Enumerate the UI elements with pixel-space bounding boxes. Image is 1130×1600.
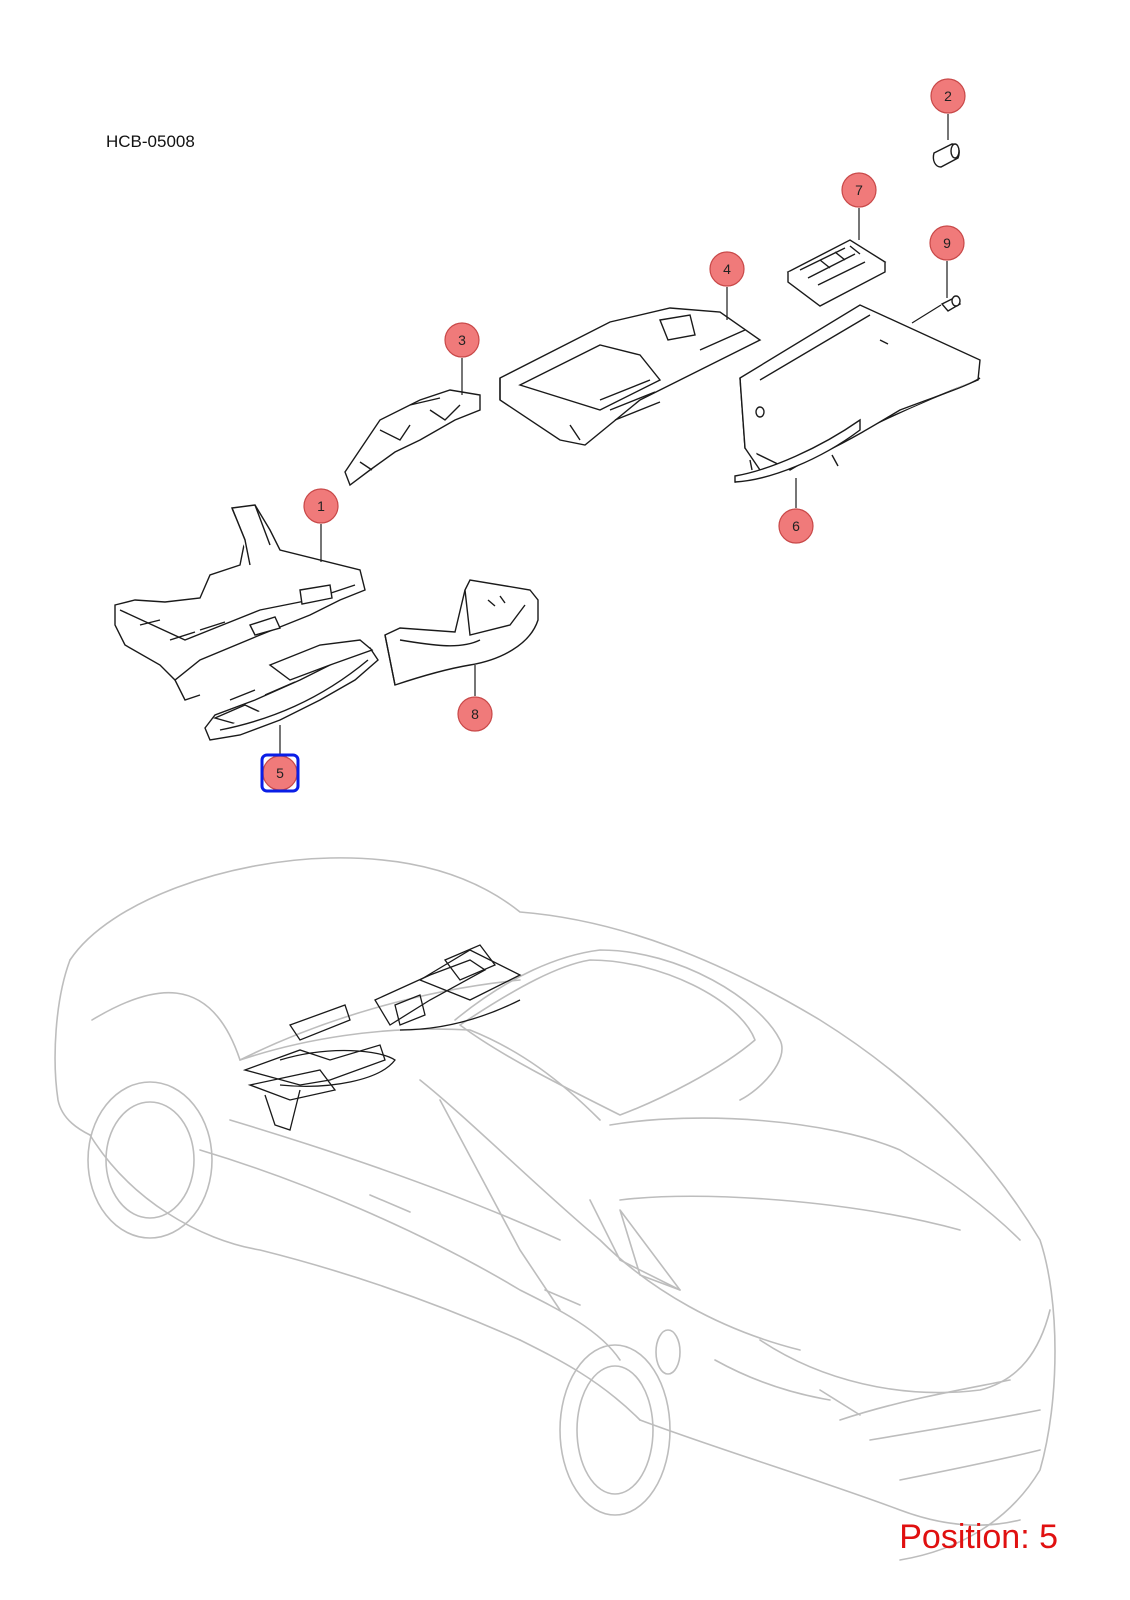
callout-3[interactable]: 3 (444, 322, 480, 358)
callout-7-label: 7 (855, 182, 863, 198)
callout-2[interactable]: 2 (930, 78, 966, 114)
part-2-pin (932, 143, 960, 168)
part-3-side-bracket (344, 389, 481, 487)
callout-6[interactable]: 6 (778, 508, 814, 544)
part-9-bumper (940, 295, 962, 312)
callout-8[interactable]: 8 (457, 696, 493, 732)
callout-4[interactable]: 4 (709, 251, 745, 287)
callout-5-selected[interactable]: 5 (260, 753, 300, 793)
callout-2-label: 2 (944, 88, 952, 104)
position-indicator: Position: 5 (899, 1518, 1058, 1556)
part-4-upper-panel (499, 307, 762, 446)
callouts: 2 7 9 4 3 1 6 8 (260, 78, 966, 793)
callout-4-label: 4 (723, 261, 731, 277)
part-7-latch-plate (786, 239, 887, 307)
leader-lines (279, 114, 949, 755)
callout-9[interactable]: 9 (929, 225, 965, 261)
selection-highlight (260, 753, 300, 793)
part-6-glove-box (734, 304, 981, 483)
car-outline (54, 857, 1056, 1561)
installed-parts-preview (242, 944, 522, 1131)
callout-7[interactable]: 7 (841, 172, 877, 208)
part-5-latch-handle (204, 639, 379, 741)
part-8-duct-trim (384, 579, 539, 686)
callout-1[interactable]: 1 (303, 488, 339, 524)
callout-9-label: 9 (943, 235, 951, 251)
callout-5-label: 5 (276, 765, 284, 781)
part-1-main-bracket (114, 504, 366, 701)
callout-6-label: 6 (792, 518, 800, 534)
callout-8-label: 8 (471, 706, 479, 722)
diagram-code: HCB-05008 (106, 132, 195, 151)
callout-3-label: 3 (458, 332, 466, 348)
callout-1-label: 1 (317, 498, 325, 514)
